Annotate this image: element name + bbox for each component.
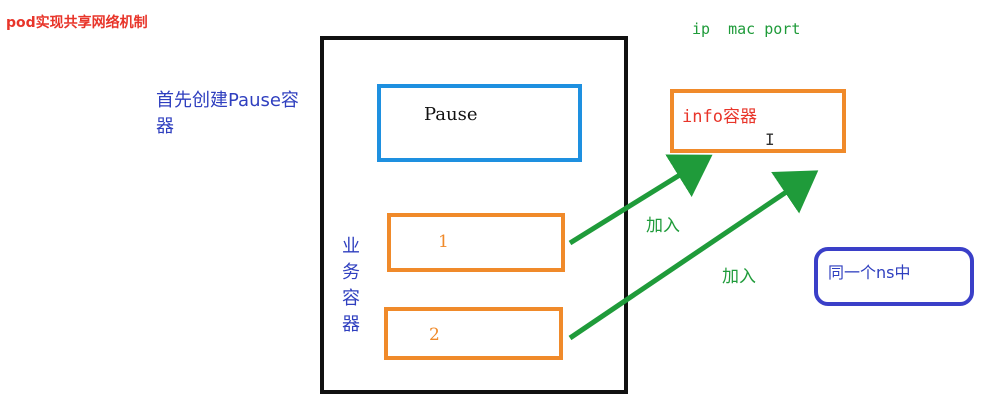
business-container-2-label: 2 — [429, 325, 440, 345]
diagram-title: pod实现共享网络机制 — [6, 15, 148, 31]
join-arrow-2 — [568, 170, 819, 341]
pause-container-box — [377, 84, 582, 162]
text-cursor-icon: I — [765, 130, 775, 149]
network-attributes-label: ip mac port — [692, 20, 801, 38]
business-containers-label: 业务容器 — [342, 236, 360, 335]
join-label-2: 加入 — [722, 267, 756, 287]
business-container-1-box — [387, 213, 565, 272]
info-container-label: info容器 — [682, 107, 757, 127]
pause-container-label: Pause — [424, 104, 478, 125]
business-container-1-label: 1 — [438, 232, 449, 252]
join-label-1: 加入 — [646, 216, 680, 236]
same-ns-label: 同一个ns中 — [828, 263, 911, 282]
pod-box — [320, 36, 628, 394]
business-container-2-box — [384, 307, 563, 360]
same-ns-box — [814, 247, 974, 306]
join-arrow-1 — [568, 154, 713, 246]
info-container-box — [670, 89, 846, 153]
pause-create-note: 首先创建Pause容器 — [156, 90, 299, 137]
